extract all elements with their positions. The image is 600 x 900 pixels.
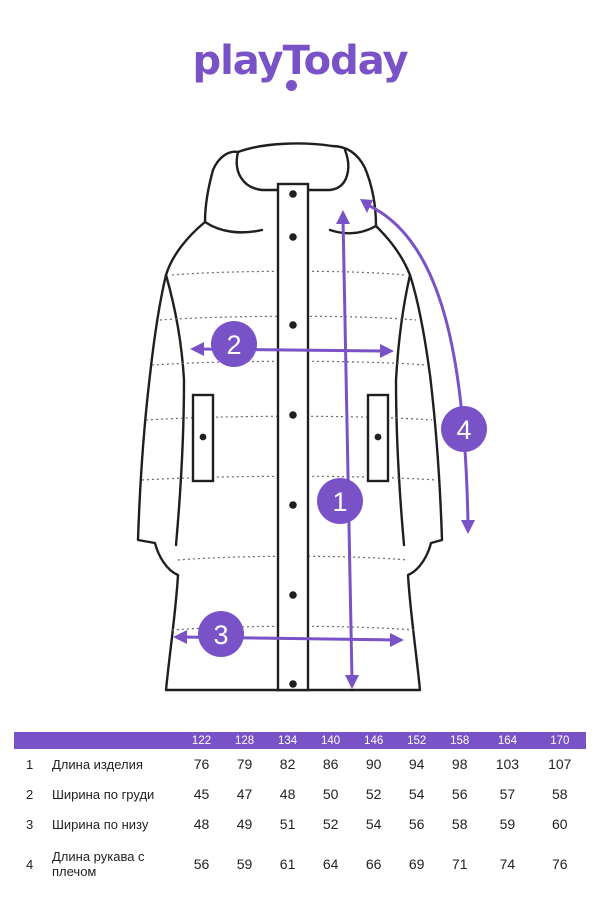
table-cell: 48 (279, 786, 296, 802)
table-cell: 47 (236, 786, 253, 802)
table-cell: 48 (193, 816, 210, 832)
table-cell: 94 (408, 756, 425, 772)
size-header-spacer (14, 732, 52, 749)
button-snap (289, 411, 297, 419)
table-cell: 51 (279, 816, 296, 832)
table-cell: 66 (365, 856, 382, 872)
arrowhead (345, 675, 359, 689)
size-header-row: 122 128 134 140 146 152 158 164 170 (14, 732, 586, 749)
sleeve-arrow-line (366, 203, 470, 527)
marker-4: 4 (441, 406, 487, 452)
table-cell: 50 (322, 786, 339, 802)
table-cell: 59 (499, 816, 516, 832)
row-number: 3 (26, 816, 34, 832)
table-cell: 45 (193, 786, 210, 802)
row-number: 2 (26, 786, 34, 802)
table-cell: 52 (322, 816, 339, 832)
row-number: 1 (26, 756, 34, 772)
table-row: 2 Ширина по груди 45 47 48 50 52 54 56 5… (14, 779, 586, 809)
hood-side-right (328, 224, 378, 235)
table-cell: 59 (236, 856, 253, 872)
arrowhead (360, 199, 373, 213)
button-snap (289, 190, 297, 198)
size-header-cell: 122 (180, 732, 224, 749)
table-cell: 86 (322, 756, 339, 772)
table-cell: 52 (365, 786, 382, 802)
left-sleeve-outline (164, 273, 186, 547)
table-cell: 82 (279, 756, 296, 772)
marker-2-label: 2 (226, 330, 241, 360)
table-cell: 76 (552, 856, 568, 872)
right-sleeve-outline (394, 273, 412, 547)
table-cell: 49 (236, 816, 253, 832)
row-number: 4 (26, 856, 34, 872)
button-snap (289, 591, 297, 599)
table-cell: 56 (408, 816, 425, 832)
left-pocket-snap (199, 433, 207, 441)
button-snap (289, 501, 297, 509)
row-label: Длина рукава с плечом (52, 849, 145, 879)
marker-1-label: 1 (332, 487, 347, 517)
button-snap (289, 680, 297, 688)
table-cell: 56 (451, 786, 468, 802)
size-header-cell: 158 (438, 732, 482, 749)
marker-3-label: 3 (213, 620, 228, 650)
row-label: Ширина по груди (52, 786, 155, 802)
table-cell: 58 (451, 816, 468, 832)
table-cell: 76 (193, 756, 210, 772)
table-cell: 54 (408, 786, 425, 802)
table-cell: 90 (365, 756, 382, 772)
table-cell: 61 (279, 856, 296, 872)
arrowhead (390, 633, 404, 647)
table-row: 4 Длина рукава с плечом 56 59 61 64 66 6… (14, 839, 586, 889)
size-header-cell: 146 (352, 732, 396, 749)
table-cell: 60 (552, 816, 568, 832)
table-cell: 98 (451, 756, 468, 772)
size-header-spacer (52, 732, 180, 749)
size-header-cell: 134 (266, 732, 310, 749)
size-header-cell: 170 (533, 732, 586, 749)
arrowhead (336, 210, 350, 224)
right-pocket-snap (374, 433, 382, 441)
arrowhead (173, 630, 187, 644)
table-cell: 74 (499, 856, 516, 872)
brand-logo: playToday (0, 38, 600, 84)
table-cell: 56 (193, 856, 210, 872)
size-table: 122 128 134 140 146 152 158 164 170 1 Дл… (14, 732, 586, 889)
hood-side-left (203, 220, 264, 234)
marker-2: 2 (211, 321, 257, 367)
table-cell: 103 (495, 756, 520, 772)
table-row: 1 Длина изделия 76 79 82 86 90 94 98 103… (14, 749, 586, 779)
table-cell: 71 (451, 856, 468, 872)
table-row: 3 Ширина по низу 48 49 51 52 54 56 58 59… (14, 809, 586, 839)
size-header-cell: 164 (481, 732, 534, 749)
size-header-cell: 140 (309, 732, 353, 749)
jacket-size-diagram: 1 2 3 4 (136, 142, 487, 692)
arrowhead (461, 520, 475, 534)
marker-1: 1 (317, 478, 363, 524)
brand-logo-dot (286, 80, 297, 91)
marker-3: 3 (198, 611, 244, 657)
table-cell: 79 (236, 756, 253, 772)
table-cell: 64 (322, 856, 339, 872)
table-cell: 54 (365, 816, 382, 832)
button-snap (289, 321, 297, 329)
size-header-cell: 152 (395, 732, 439, 749)
table-cell: 107 (548, 756, 572, 772)
button-snap (289, 233, 297, 241)
size-header-cell: 128 (223, 732, 267, 749)
arrowhead (190, 342, 204, 356)
brand-logo-text: playToday (192, 38, 408, 84)
table-cell: 57 (499, 786, 516, 802)
table-cell: 69 (408, 856, 425, 872)
row-label: Длина изделия (52, 756, 143, 772)
front-placket (276, 182, 310, 692)
row-label: Ширина по низу (52, 816, 149, 832)
length-arrow-line (341, 216, 354, 682)
marker-4-label: 4 (456, 415, 471, 445)
table-cell: 58 (552, 786, 568, 802)
placket-buttons (289, 190, 297, 688)
arrowhead (380, 344, 394, 358)
